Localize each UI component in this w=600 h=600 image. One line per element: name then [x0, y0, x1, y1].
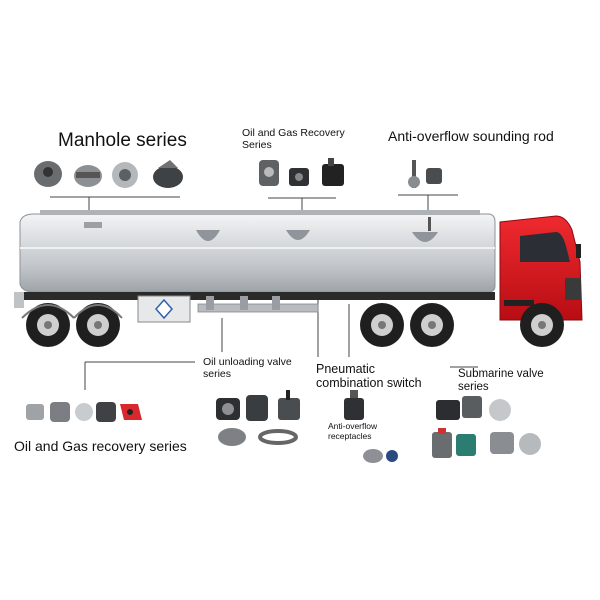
label-anti-overflow-rod: Anti-overflow sounding rod: [388, 128, 554, 144]
fender: [21, 304, 123, 319]
valve-body-icon: [246, 395, 268, 421]
label-oil-gas-recovery-top: Oil and Gas Recovery Series: [242, 127, 345, 152]
manhole-vent-icon: [112, 162, 138, 188]
cab-window: [520, 232, 570, 262]
label-pneumatic-switch: Pneumatic combination switch: [316, 362, 422, 391]
label-submarine-valve: Submarine valve series: [458, 368, 544, 394]
oil-gas-top-product-icons: [259, 158, 344, 186]
cab-grille: [565, 278, 581, 300]
oil-gas-bottom-connector: [84, 361, 195, 390]
api-valve-icon: [216, 398, 240, 420]
dust-cap-icon: [96, 402, 116, 422]
air-valve-icon: [456, 434, 476, 456]
manhole-cover-icon: [74, 165, 102, 187]
cab-mirror: [576, 244, 581, 258]
submarine-valve-icon: [436, 400, 460, 420]
pneumatic-valve-icon: [489, 399, 511, 421]
overflow-socket-icon: [363, 449, 383, 463]
chassis: [14, 292, 495, 323]
tank-body: [19, 213, 496, 293]
dome-2: [428, 217, 431, 231]
hose-ring-icon: [258, 429, 298, 445]
wheel-1: [26, 303, 70, 347]
label-oil-unloading: Oil unloading valve series: [203, 356, 292, 381]
submarine-product-icons: [432, 396, 541, 458]
red-cap-icon: [120, 404, 142, 420]
vapor-coupler-icon: [322, 158, 344, 186]
label-anti-overflow-receptacles: Anti-overflow receptacles: [328, 421, 378, 441]
dome-1: [84, 222, 102, 228]
manhole-product-icons: [34, 160, 183, 188]
label-manhole-series: Manhole series: [58, 130, 187, 151]
unloading-product-icons: [216, 390, 300, 446]
receptacle-product-icons: [363, 449, 398, 463]
bottom-valve-icon: [432, 428, 452, 458]
adapter-icon: [26, 404, 44, 420]
top-fill-manhole-2: [286, 230, 310, 240]
manhole-hatch-icon: [153, 160, 183, 188]
actuator-icon: [490, 432, 541, 455]
coupler-icon: [50, 402, 70, 422]
rear-bumper: [14, 292, 24, 308]
cable-plug-icon: [386, 450, 398, 462]
top-fill-manhole-3: [412, 232, 438, 242]
truck-cab: [499, 215, 583, 321]
cab-step: [504, 300, 534, 306]
manhole-lid-icon: [34, 161, 62, 187]
gravity-coupler-icon: [218, 428, 246, 446]
oil-gas-bottom-product-icons: [26, 402, 142, 422]
valve-pipe: [197, 303, 319, 313]
wheel-4: [410, 303, 454, 347]
hazmat-diamond: [154, 298, 174, 320]
lever-valve-icon: [278, 390, 300, 420]
tank: [19, 210, 496, 293]
pneumatic-switch-icon: [344, 390, 364, 420]
wheel-5: [520, 303, 564, 347]
wheel-3: [360, 303, 404, 347]
top-walkway: [40, 210, 480, 215]
cap-icon: [75, 403, 93, 421]
wheels: [21, 303, 564, 347]
wheel-2: [76, 303, 120, 347]
vapor-adapter-icon: [289, 168, 309, 186]
emergency-valve-icon: [462, 396, 482, 418]
rod-product-icons: [408, 160, 442, 188]
top-fill-manhole-1: [196, 230, 220, 241]
sounding-rod-icon: [408, 160, 442, 188]
pneumatic-product-icons: [344, 390, 364, 420]
vapor-valve-icon: [259, 160, 279, 186]
label-oil-gas-recovery-bottom: Oil and Gas recovery series: [14, 438, 187, 454]
